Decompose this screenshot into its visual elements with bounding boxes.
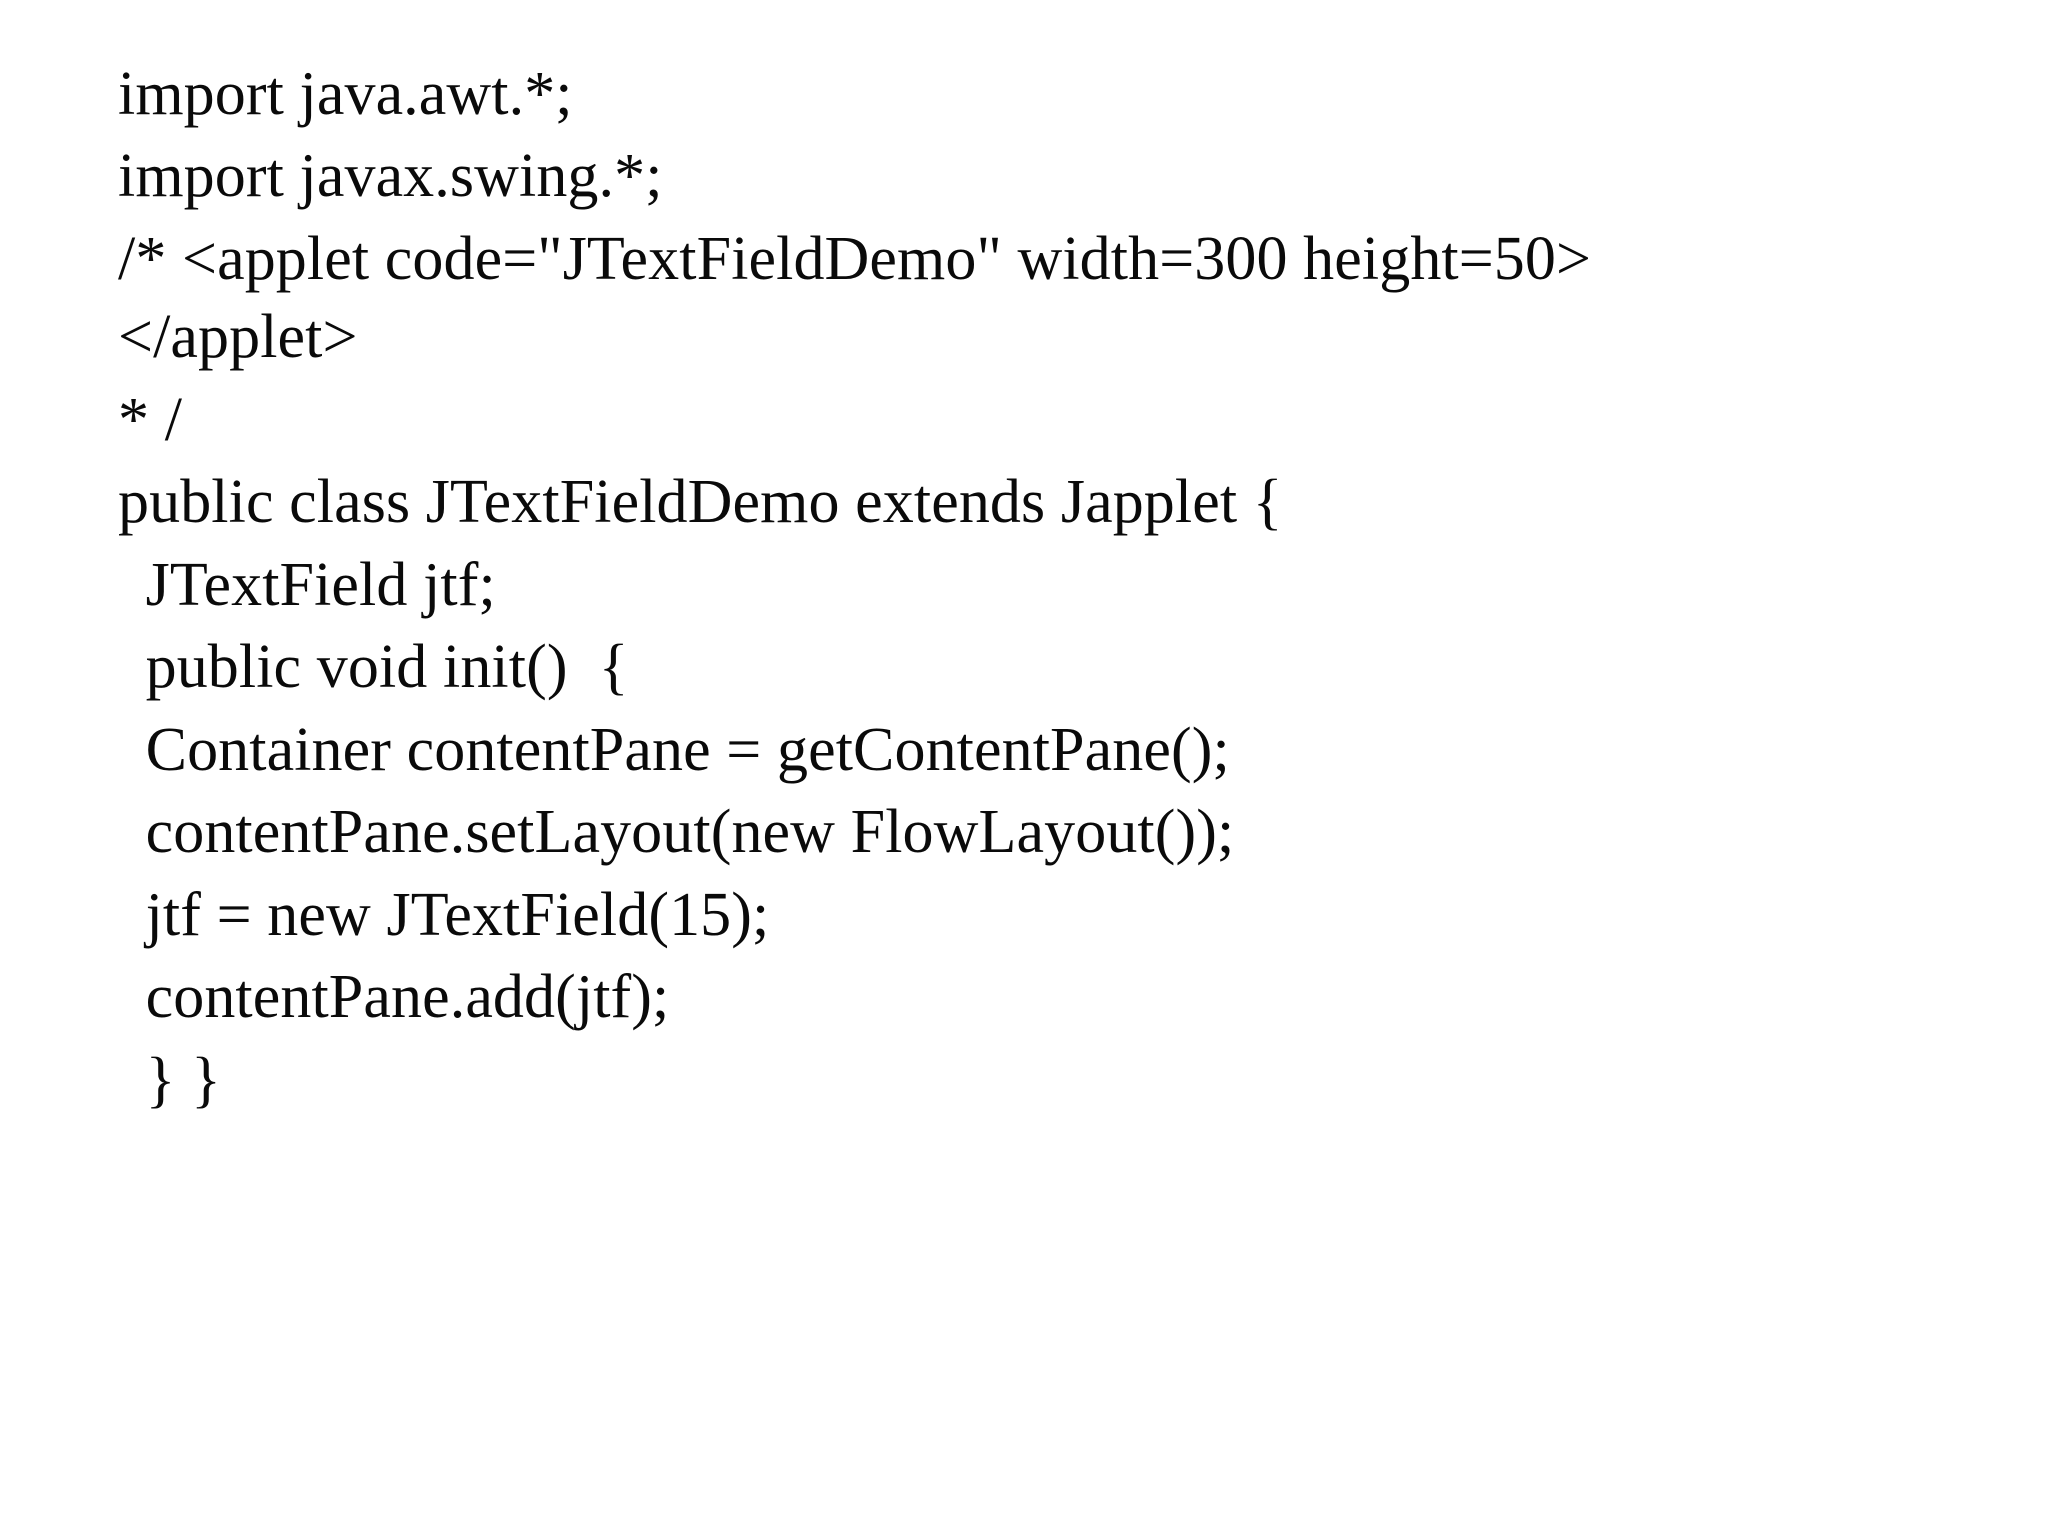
code-line-closing-braces: } } (130, 1045, 221, 1114)
code-line-new-jtextfield: jtf = new JTextField(15); (130, 880, 770, 949)
code-line-applet-comment-open: /* <applet code="JTextFieldDemo" width=3… (118, 224, 1592, 293)
code-listing: import java.awt.*; import javax.swing.*;… (118, 62, 1918, 1130)
code-line-init-method: public void init() { (130, 633, 629, 702)
code-line-class-declaration: public class JTextFieldDemo extends Japp… (118, 468, 1283, 537)
code-line-field-jtf: JTextField jtf; (130, 550, 496, 619)
code-line-comment-close: * / (118, 385, 183, 454)
code-line-set-layout: contentPane.setLayout(new FlowLayout()); (130, 798, 1235, 867)
code-line-import-awt: import java.awt.*; (118, 60, 573, 128)
code-line-applet-close-tag: </applet> (118, 303, 358, 372)
code-line-get-content-pane: Container contentPane = getContentPane()… (130, 715, 1230, 784)
code-line-import-swing: import javax.swing.*; (118, 142, 663, 211)
code-line-add-jtf: contentPane.add(jtf); (130, 963, 670, 1032)
